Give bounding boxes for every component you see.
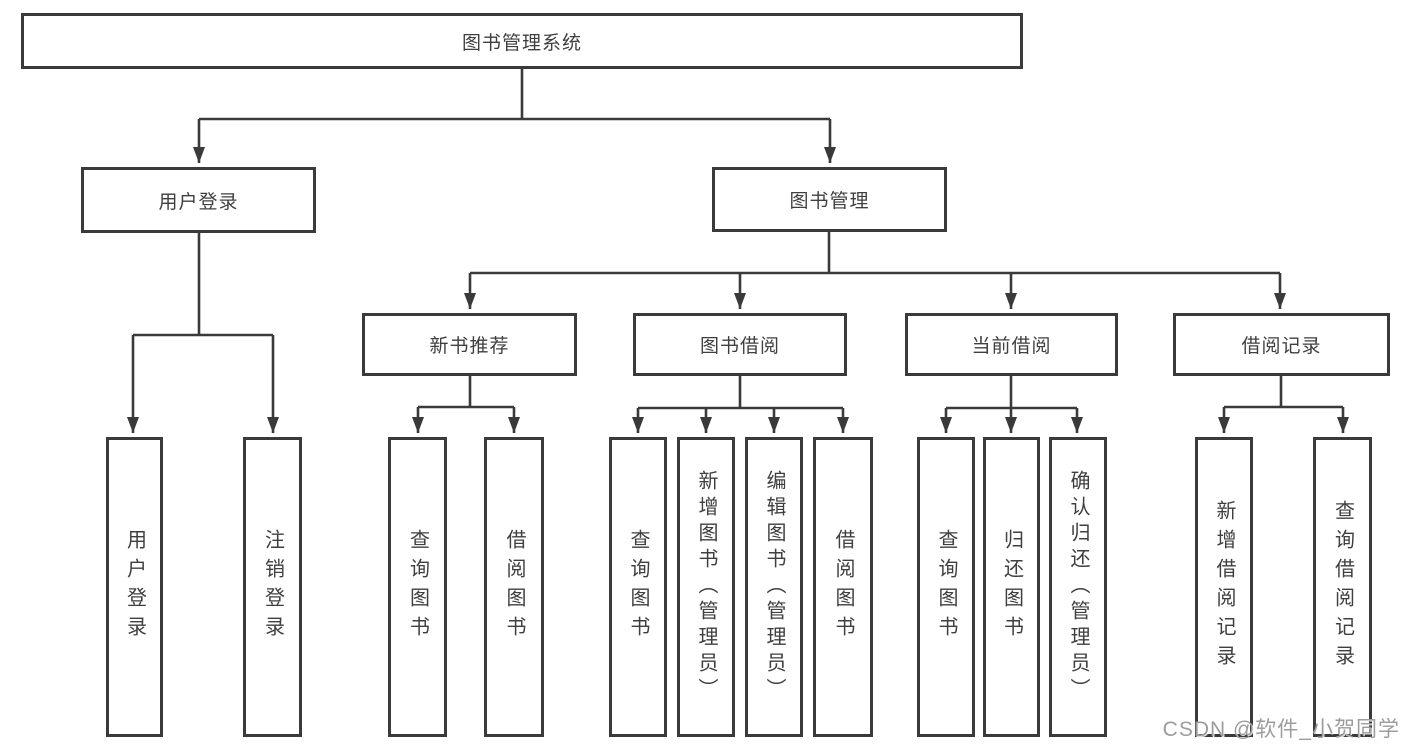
- node-root-label: 图书管理系统: [461, 32, 582, 54]
- node-user-login: 用户登录: [81, 167, 316, 233]
- connector-borrow-records-to-children: [1218, 376, 1349, 433]
- node-new-book-recommend-label: 新书推荐: [429, 336, 510, 357]
- node-book-borrow: 图书借阅: [633, 313, 847, 376]
- connector-root-to-level2: [193, 69, 836, 163]
- leaf-borrow-add-books-admin: 新增图书（管理员）: [677, 437, 735, 737]
- node-borrow-records: 借阅记录: [1173, 313, 1390, 376]
- leaf-current-return-books: 归还图书: [983, 437, 1040, 737]
- leaf-borrow-borrow-books: 借阅图书: [813, 437, 873, 737]
- leaf-borrow-query-books: 查询图书: [609, 437, 667, 737]
- node-current-borrow: 当前借阅: [905, 313, 1118, 376]
- leaf-current-query-books-label: 查询图书: [935, 529, 957, 645]
- leaf-current-confirm-return-admin-label: 确认归还（管理员）: [1067, 470, 1089, 704]
- node-book-management-label: 图书管理: [789, 191, 870, 212]
- leaf-user-login: 用户登录: [106, 437, 163, 737]
- node-book-borrow-label: 图书借阅: [699, 336, 780, 357]
- leaf-records-add-record-label: 新增借阅记录: [1213, 500, 1235, 674]
- leaf-records-query-record-label: 查询借阅记录: [1331, 500, 1354, 674]
- node-borrow-records-label: 借阅记录: [1241, 336, 1322, 357]
- leaf-borrow-add-books-admin-label: 新增图书（管理员）: [695, 470, 717, 704]
- leaf-borrow-query-books-label: 查询图书: [627, 529, 649, 645]
- leaf-current-confirm-return-admin: 确认归还（管理员）: [1049, 437, 1107, 737]
- connector-new-book-recommend-to-children: [412, 376, 520, 433]
- connector-book-management-to-level3: [464, 232, 1286, 309]
- node-book-management: 图书管理: [712, 167, 947, 232]
- connector-current-borrow-to-children: [940, 376, 1083, 433]
- node-new-book-recommend: 新书推荐: [362, 313, 577, 376]
- connector-user-login-to-children: [127, 233, 279, 433]
- leaf-borrow-borrow-books-label: 借阅图书: [832, 529, 854, 645]
- leaf-recommend-query-books-label: 查询图书: [406, 529, 429, 645]
- node-user-login-label: 用户登录: [158, 191, 239, 213]
- leaf-recommend-query-books: 查询图书: [388, 437, 447, 737]
- leaf-borrow-edit-books-admin-label: 编辑图书（管理员）: [763, 470, 785, 704]
- leaf-current-query-books: 查询图书: [917, 437, 975, 737]
- leaf-current-return-books-label: 归还图书: [1000, 529, 1023, 645]
- leaf-records-query-record: 查询借阅记录: [1313, 437, 1372, 737]
- leaf-borrow-edit-books-admin: 编辑图书（管理员）: [745, 437, 803, 737]
- leaf-logout-label: 注销登录: [261, 529, 284, 645]
- leaf-recommend-borrow-books-label: 借阅图书: [503, 529, 525, 645]
- connector-book-borrow-to-children: [632, 376, 849, 433]
- leaf-records-add-record: 新增借阅记录: [1195, 437, 1253, 737]
- node-current-borrow-label: 当前借阅: [971, 336, 1052, 357]
- leaf-user-login-label: 用户登录: [123, 529, 146, 645]
- csdn-watermark: CSDN @软件_小贺同学: [1162, 718, 1400, 741]
- leaf-recommend-borrow-books: 借阅图书: [484, 437, 544, 737]
- node-root: 图书管理系统: [21, 13, 1023, 69]
- leaf-logout: 注销登录: [243, 437, 302, 737]
